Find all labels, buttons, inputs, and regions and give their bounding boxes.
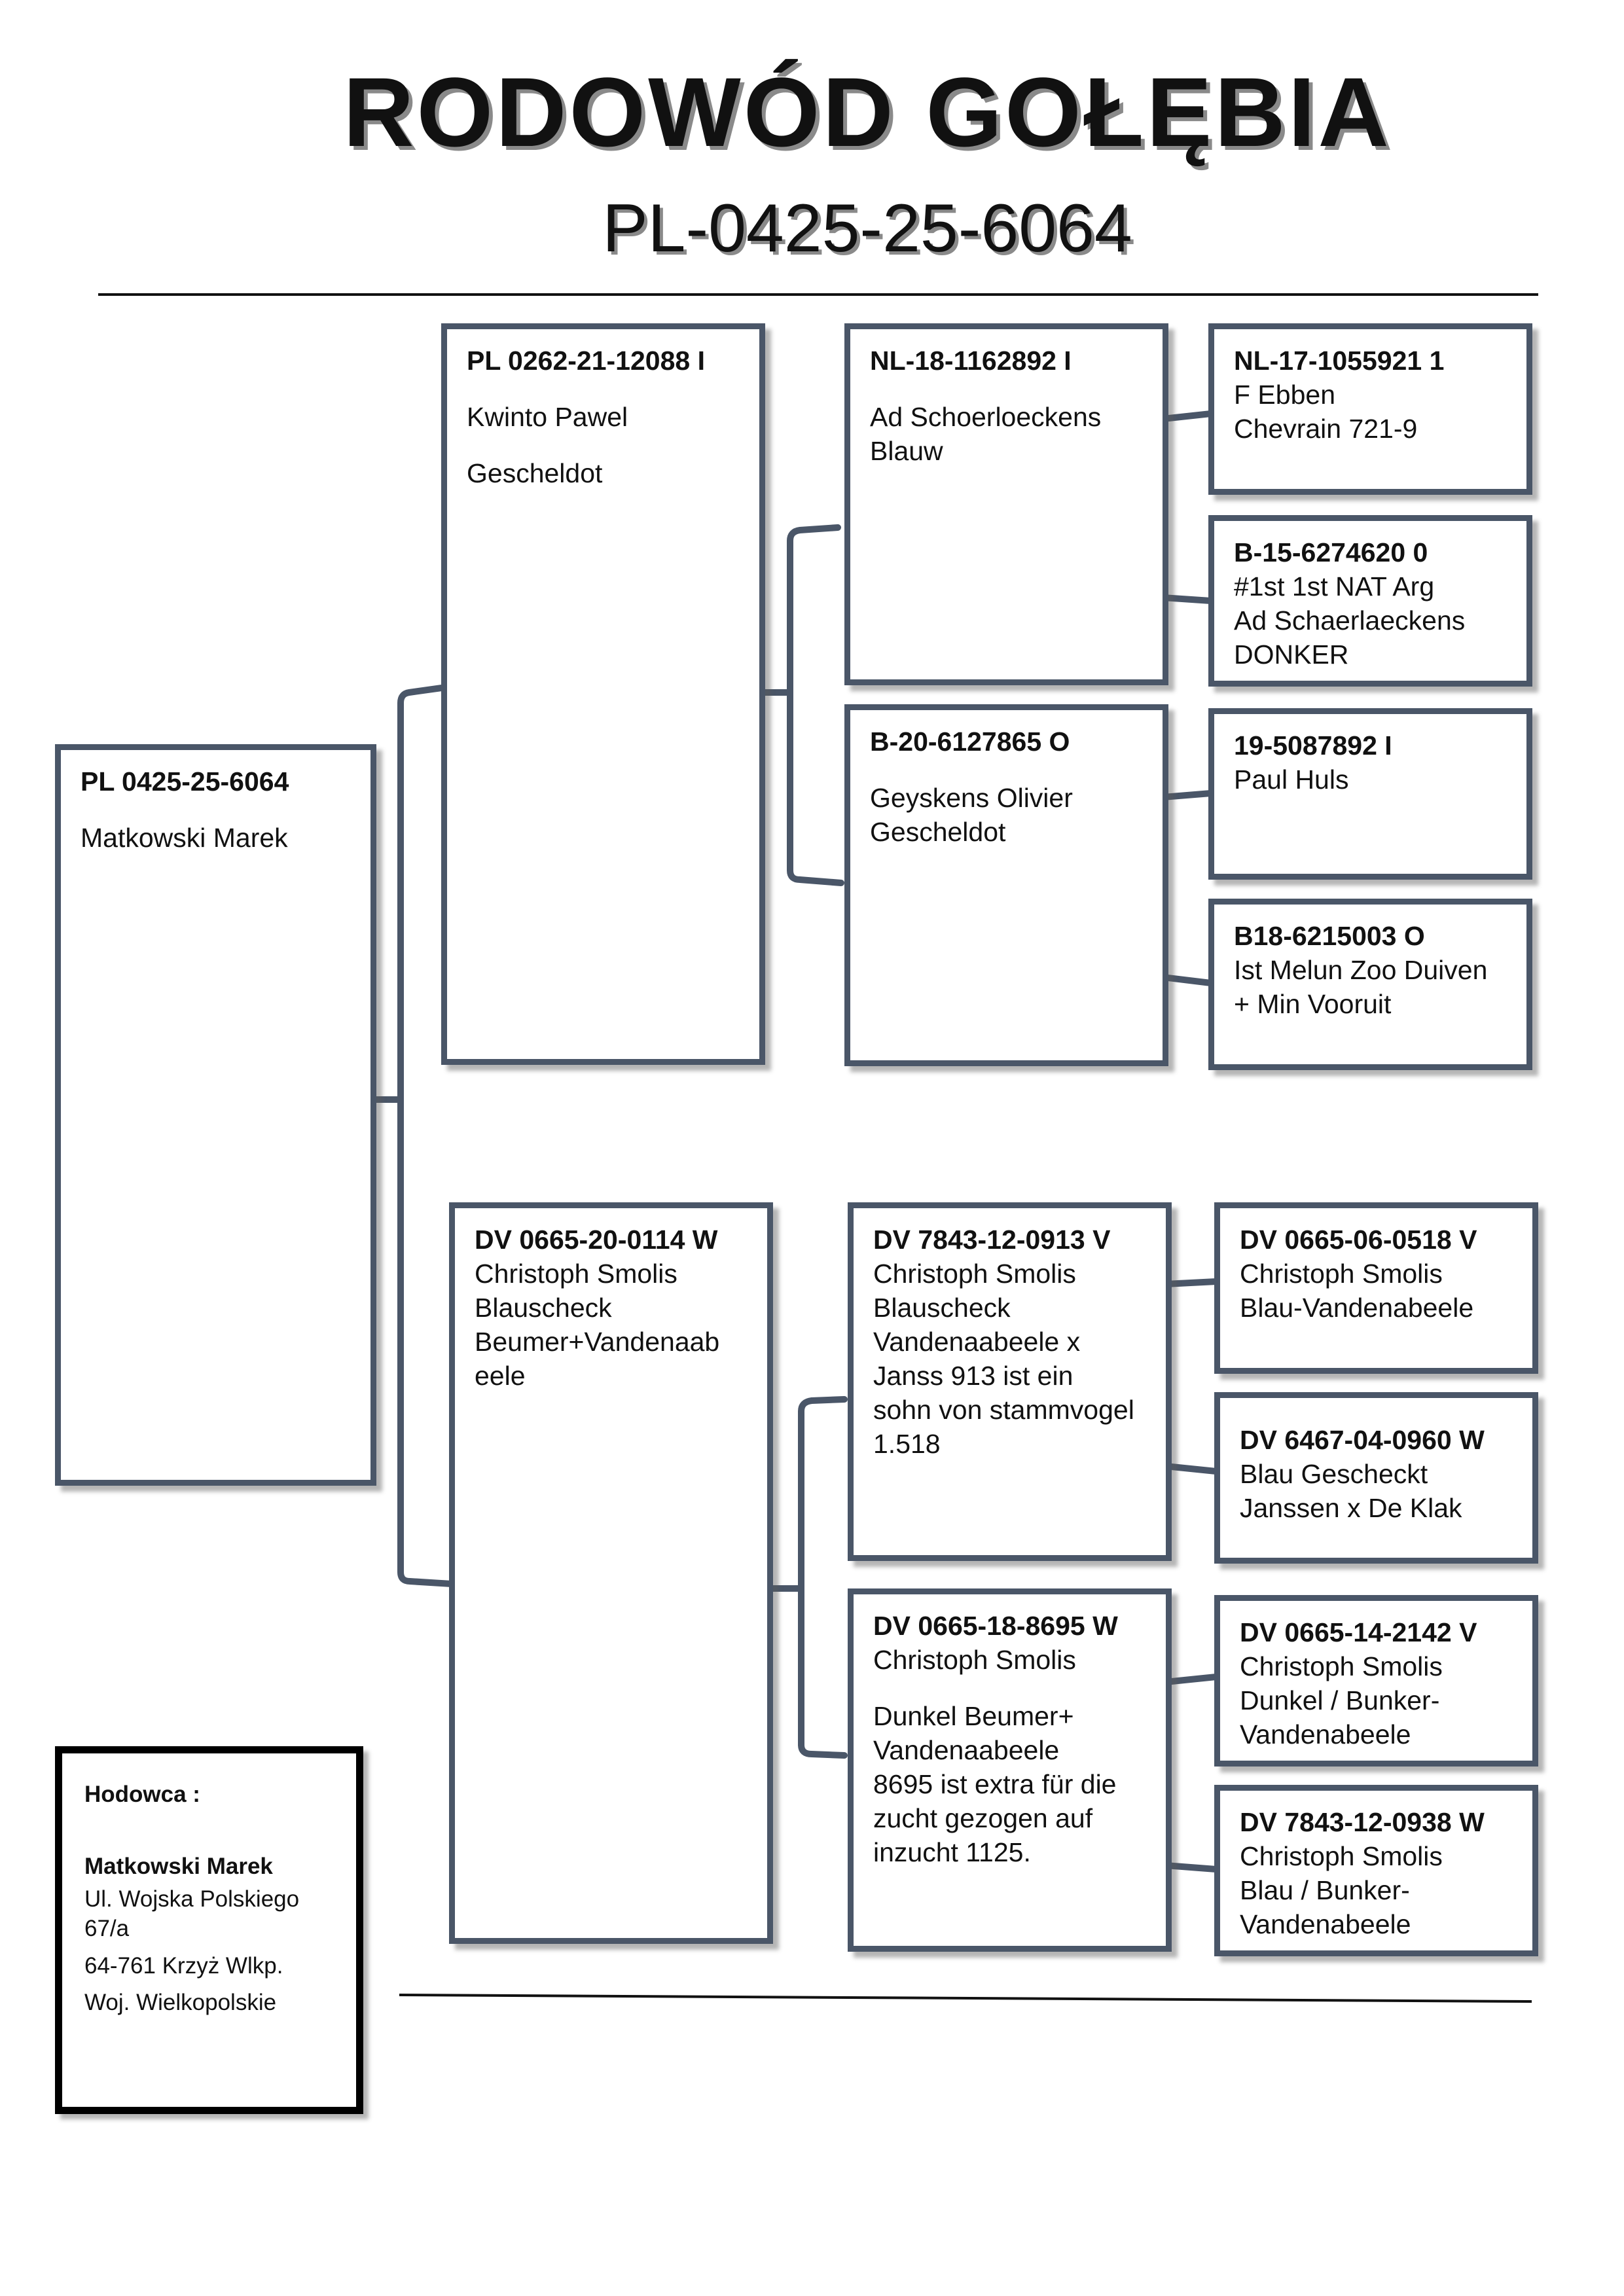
subject-box: PL 0425-25-6064 Matkowski Marek <box>55 744 376 1486</box>
dam-sire-ring: DV 7843-12-0913 V <box>873 1225 1111 1255</box>
great-grandparent-box-6: DV 6467-04-0960 W Blau Gescheckt Janssen… <box>1214 1392 1538 1564</box>
gg8-line: Christoph Smolis <box>1240 1841 1443 1871</box>
connector-gg5 <box>1162 1278 1219 1287</box>
great-grandparent-box-7: DV 0665-14-2142 V Christoph Smolis Dunke… <box>1214 1595 1538 1767</box>
gg3-ring: 19-5087892 I <box>1234 730 1392 761</box>
gg5-ring: DV 0665-06-0518 V <box>1240 1225 1477 1255</box>
connector-gg4 <box>1159 974 1214 986</box>
sire-dam-box: B-20-6127865 O Geyskens Olivier Gescheld… <box>844 704 1168 1066</box>
great-grandparent-box-3: 19-5087892 I Paul Huls <box>1208 708 1532 880</box>
dam-dam-line: zucht gezogen auf <box>873 1803 1093 1833</box>
breeder-region: Woj. Wielkopolskie <box>84 1990 277 2015</box>
connector-gg2 <box>1159 594 1214 604</box>
gg6-line: Janssen x De Klak <box>1240 1493 1462 1523</box>
dam-line: Beumer+Vandenaab <box>475 1327 720 1357</box>
breeder-number: 67/a <box>84 1916 130 1941</box>
sire-sire-box: NL-18-1162892 I Ad Schoerloeckens Blauw <box>844 323 1168 685</box>
gg2-line: Ad Schaerlaeckens <box>1234 605 1466 636</box>
dam-dam-box: DV 0665-18-8695 W Christoph Smolis Dunke… <box>848 1588 1172 1952</box>
gg1-line: F Ebben <box>1234 380 1335 410</box>
sire-ring: PL 0262-21-12088 I <box>467 346 705 376</box>
gg5-line: Christoph Smolis <box>1240 1259 1443 1289</box>
great-grandparent-box-5: DV 0665-06-0518 V Christoph Smolis Blau-… <box>1214 1202 1538 1374</box>
gg2-line: DONKER <box>1234 639 1349 670</box>
header-divider <box>98 293 1538 296</box>
dam-dam-line: inzucht 1125. <box>873 1837 1031 1867</box>
gg7-line: Christoph Smolis <box>1240 1651 1443 1681</box>
great-grandparent-box-4: B18-6215003 O Ist Melun Zoo Duiven + Min… <box>1208 899 1532 1070</box>
breeder-label: Hodowca : <box>84 1782 200 1807</box>
connector-dam <box>766 1396 848 1759</box>
connector-gg8 <box>1162 1862 1219 1873</box>
dam-ring: DV 0665-20-0114 W <box>475 1225 718 1255</box>
gg7-line: Vandenabeele <box>1240 1719 1411 1749</box>
sire-dam-ring: B-20-6127865 O <box>870 726 1070 757</box>
dam-dam-ring: DV 0665-18-8695 W <box>873 1611 1118 1641</box>
dam-sire-line: Blauscheck <box>873 1293 1011 1323</box>
connector-gg3 <box>1159 790 1214 800</box>
gg5-line: Blau-Vandenabeele <box>1240 1293 1474 1323</box>
breeder-box: Hodowca : Matkowski Marek Ul. Wojska Pol… <box>55 1746 363 2114</box>
dam-line: eele <box>475 1361 526 1391</box>
gg6-line: Blau Gescheckt <box>1240 1459 1428 1489</box>
gg2-ring: B-15-6274620 0 <box>1234 537 1428 567</box>
gg4-line: + Min Vooruit <box>1234 989 1392 1019</box>
breeder-name: Matkowski Marek <box>84 1854 273 1879</box>
page-title: RODOWÓD GOŁĘBIA <box>343 57 1392 167</box>
gg8-ring: DV 7843-12-0938 W <box>1240 1807 1485 1837</box>
dam-dam-line: 8695 ist extra für die <box>873 1769 1117 1799</box>
connector-subject <box>373 684 455 1587</box>
dam-box: DV 0665-20-0114 W Christoph Smolis Blaus… <box>449 1202 773 1944</box>
dam-line: Blauscheck <box>475 1293 612 1323</box>
dam-sire-box: DV 7843-12-0913 V Christoph Smolis Blaus… <box>848 1202 1172 1561</box>
gg1-ring: NL-17-1055921 1 <box>1234 346 1445 376</box>
connector-gg7 <box>1162 1674 1219 1685</box>
great-grandparent-box-2: B-15-6274620 0 #1st 1st NAT Arg Ad Schae… <box>1208 515 1532 687</box>
dam-sire-line: Vandenaabeele x <box>873 1327 1081 1357</box>
sire-dam-line: Gescheldot <box>870 817 1006 847</box>
gg4-line: Ist Melun Zoo Duiven <box>1234 955 1488 985</box>
great-grandparent-box-1: NL-17-1055921 1 F Ebben Chevrain 721-9 <box>1208 323 1532 495</box>
sire-box: PL 0262-21-12088 I Kwinto Pawel Gescheld… <box>441 323 765 1065</box>
gg3-line: Paul Huls <box>1234 764 1349 795</box>
dam-sire-line: 1.518 <box>873 1429 941 1459</box>
gg7-line: Dunkel / Bunker- <box>1240 1685 1440 1715</box>
gg6-ring: DV 6467-04-0960 W <box>1240 1425 1485 1455</box>
breeder-city: 64-761 Krzyż Wlkp. <box>84 1953 283 1979</box>
breeder-street: Ul. Wojska Polskiego <box>84 1886 300 1912</box>
pigeon-ring-number: PL-0425-25-6064 <box>602 190 1132 266</box>
sire-sire-line: Ad Schoerloeckens <box>870 402 1102 432</box>
sire-sire-ring: NL-18-1162892 I <box>870 346 1072 376</box>
connector-gg1 <box>1159 410 1214 422</box>
gg1-line: Chevrain 721-9 <box>1234 414 1418 444</box>
gg2-line: #1st 1st NAT Arg <box>1234 571 1435 601</box>
dam-dam-line: Christoph Smolis <box>873 1645 1076 1675</box>
dam-dam-line: Dunkel Beumer+ <box>873 1701 1074 1731</box>
gg4-ring: B18-6215003 O <box>1234 921 1425 951</box>
dam-sire-line: Janss 913 ist ein <box>873 1361 1074 1391</box>
dam-sire-line: sohn von stammvogel <box>873 1395 1134 1425</box>
sire-line: Gescheldot <box>467 458 603 488</box>
gg7-ring: DV 0665-14-2142 V <box>1240 1617 1477 1647</box>
dam-dam-line: Vandenaabeele <box>873 1735 1060 1765</box>
sire-line: Kwinto Pawel <box>467 402 628 432</box>
sire-dam-line: Geyskens Olivier <box>870 783 1073 813</box>
subject-ring: PL 0425-25-6064 <box>81 766 289 797</box>
gg8-line: Blau / Bunker- <box>1240 1875 1410 1905</box>
sire-sire-line: Blauw <box>870 436 943 466</box>
subject-owner: Matkowski Marek <box>81 823 288 853</box>
gg8-line: Vandenabeele <box>1240 1909 1411 1939</box>
connector-gg6 <box>1162 1463 1219 1475</box>
great-grandparent-box-8: DV 7843-12-0938 W Christoph Smolis Blau … <box>1214 1785 1538 1956</box>
dam-line: Christoph Smolis <box>475 1259 677 1289</box>
dam-sire-line: Christoph Smolis <box>873 1259 1076 1289</box>
